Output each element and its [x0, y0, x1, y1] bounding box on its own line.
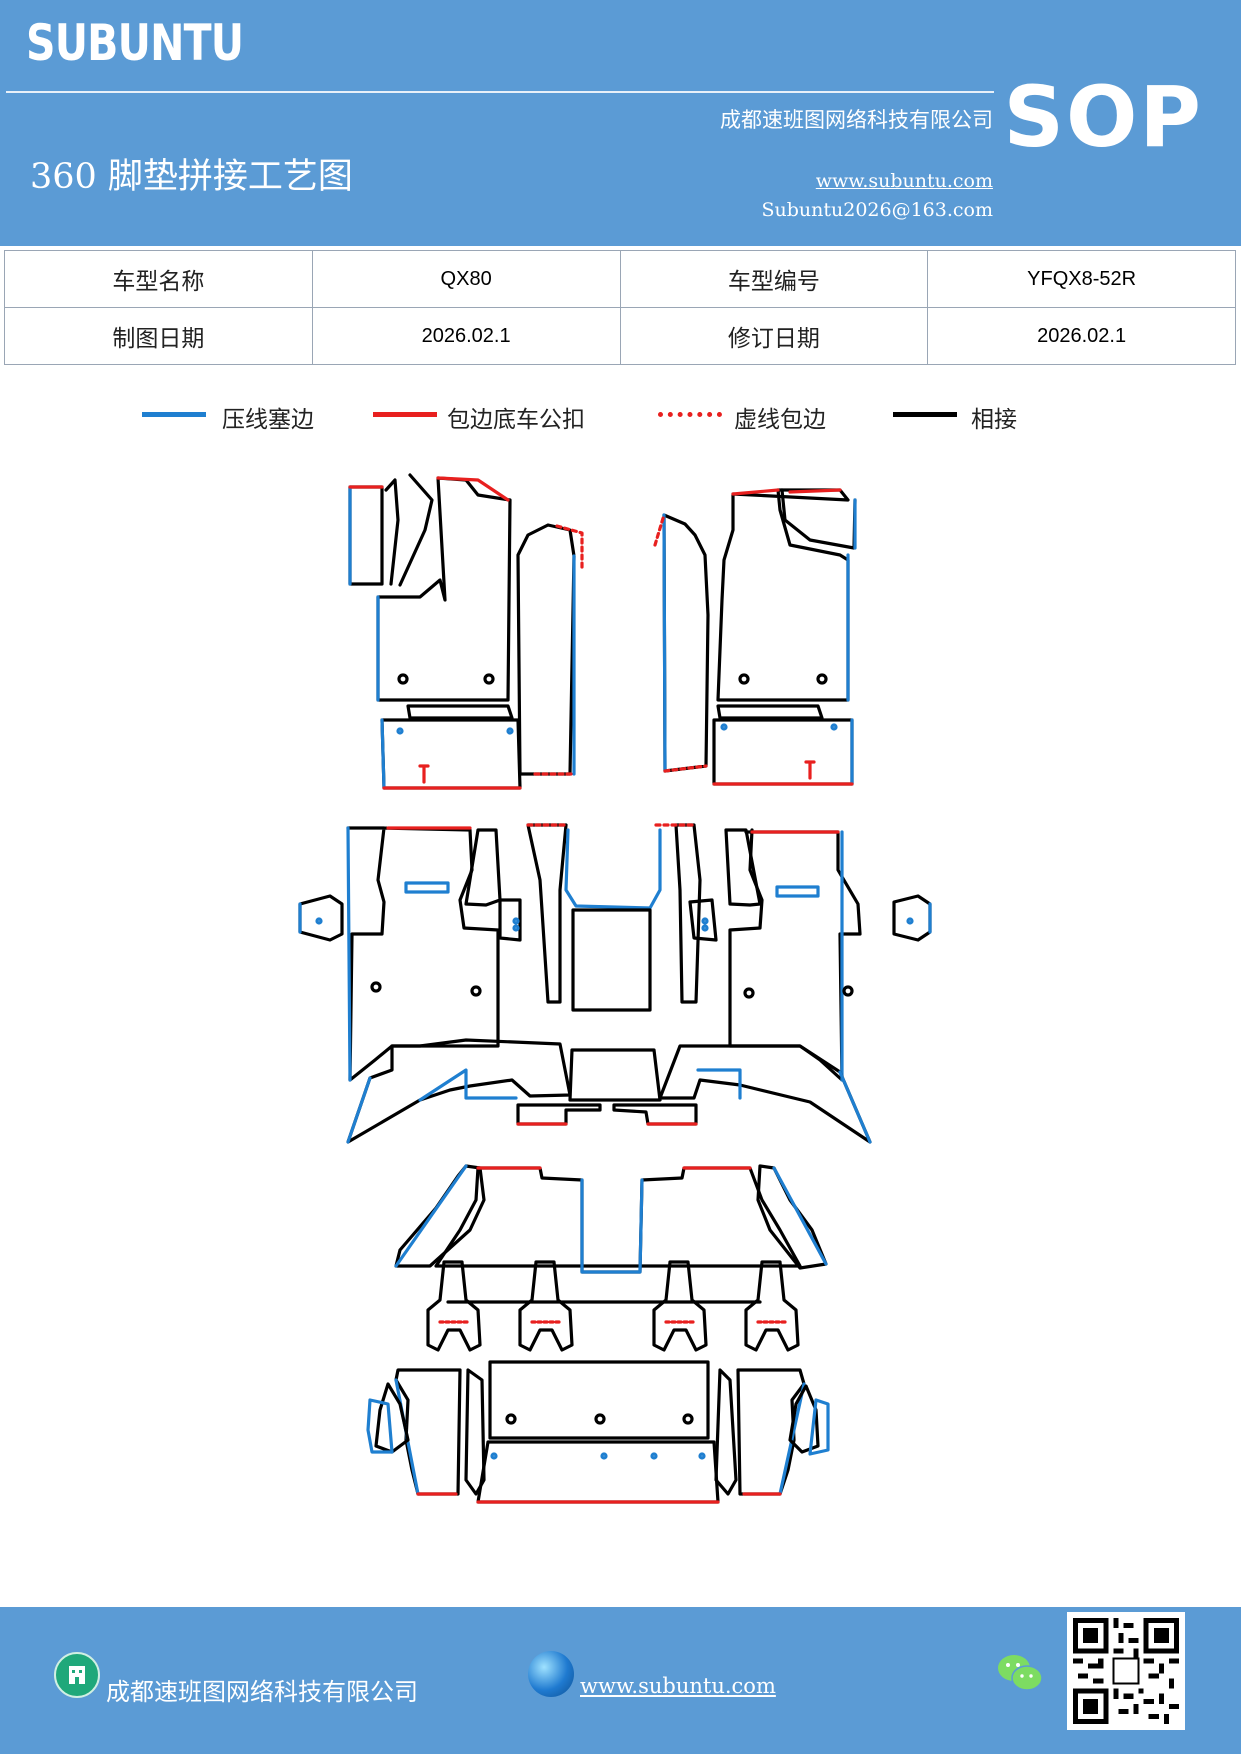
drawing-date-value: 2026.02.1 [311, 307, 621, 365]
second-row-mats [298, 823, 932, 1144]
third-row-mats [394, 1164, 828, 1352]
front-right-mat [653, 488, 857, 786]
header-banner: SUBUNTU 成都速班图网络科技有限公司 SOP 360 脚垫拼接工艺图 ww… [0, 0, 1241, 246]
legend-label: 虚线包边 [734, 407, 826, 433]
legend-swatch-red [373, 412, 437, 417]
drawing-date-label: 制图日期 [4, 307, 313, 365]
floor-mat-diagram [298, 473, 932, 1504]
model-code-value: YFQX8-52R [927, 250, 1236, 308]
seat-leg-2 [518, 1260, 574, 1352]
header-email: Subuntu2026@163.com [761, 199, 993, 221]
model-code-label: 车型编号 [619, 250, 929, 308]
legend-swatch-red-dotted [658, 412, 722, 417]
globe-icon [528, 1651, 574, 1697]
legend-label: 包边底车公扣 [447, 407, 585, 433]
seat-leg-4 [744, 1260, 800, 1352]
footer-company-name: 成都速班图网络科技有限公司 [106, 1678, 418, 1706]
header-divider [6, 91, 994, 93]
header-website-link[interactable]: www.subuntu.com [815, 170, 993, 192]
legend-swatch-blue [142, 412, 206, 417]
model-name-value: QX80 [311, 250, 621, 308]
footer-website-link[interactable]: www.subuntu.com [580, 1674, 776, 1698]
header-company-name: 成都速班图网络科技有限公司 [720, 108, 993, 132]
legend-label: 相接 [971, 407, 1017, 433]
vehicle-info-table: 车型名称 QX80 车型编号 YFQX8-52R 制图日期 2026.02.1 … [4, 250, 1236, 365]
wechat-icon[interactable] [996, 1652, 1044, 1694]
legend-swatch-black [893, 412, 957, 417]
seat-leg-1 [426, 1260, 482, 1352]
revision-date-label: 修订日期 [619, 307, 929, 365]
table-row: 车型名称 QX80 车型编号 YFQX8-52R [4, 250, 1236, 308]
legend-label: 压线塞边 [222, 407, 314, 433]
table-row: 制图日期 2026.02.1 修订日期 2026.02.1 [4, 307, 1236, 365]
seat-leg-3 [652, 1260, 708, 1352]
footer-banner: 成都速班图网络科技有限公司 www.subuntu.com [0, 1607, 1241, 1754]
building-icon [54, 1652, 100, 1698]
line-legend: 压线塞边 包边底车公扣 虚线包边 相接 [0, 398, 1241, 438]
brand-logo: SUBUNTU [26, 14, 244, 72]
document-title: 360 脚垫拼接工艺图 [30, 157, 353, 197]
trunk-mats [366, 1360, 830, 1504]
sop-label: SOP [1003, 68, 1203, 166]
model-name-label: 车型名称 [4, 250, 313, 308]
front-left-mat [348, 473, 584, 790]
revision-date-value: 2026.02.1 [927, 307, 1236, 365]
qr-code-icon [1067, 1612, 1185, 1730]
